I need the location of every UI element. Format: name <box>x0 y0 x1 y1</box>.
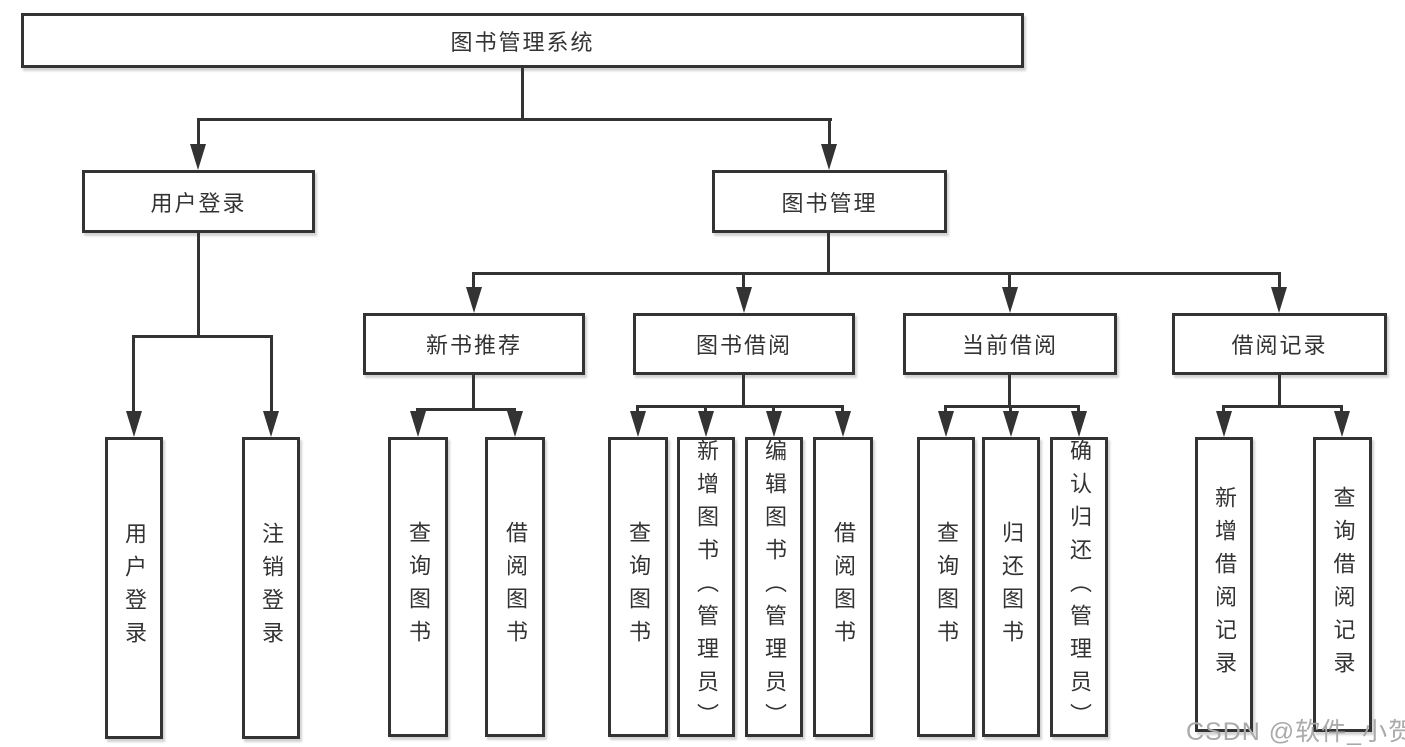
connector-line <box>772 405 775 414</box>
arrowhead-icon <box>1003 411 1019 437</box>
connector-line <box>841 405 844 414</box>
connector-line <box>521 68 524 118</box>
connector-line <box>472 272 475 288</box>
arrowhead-icon <box>507 411 523 437</box>
leaf-borrowing-borrow-books-label: 借阅图书 <box>831 521 856 653</box>
node-borrowing-records: 借阅记录 <box>1172 313 1387 375</box>
connector-line <box>472 375 475 408</box>
arrowhead-icon <box>1216 411 1232 437</box>
arrowhead-icon <box>1002 287 1018 313</box>
node-book-management-label: 图书管理 <box>781 190 878 216</box>
arrowhead-icon <box>126 411 142 437</box>
leaf-records-add-record-label: 新增借阅记录 <box>1212 485 1237 684</box>
leaf-newbook-borrow-books-label: 借阅图书 <box>503 521 528 653</box>
leaf-records-query-record-label: 查询借阅记录 <box>1330 485 1356 684</box>
leaf-records-query-record: 查询借阅记录 <box>1313 437 1372 732</box>
arrowhead-icon <box>1334 411 1350 437</box>
leaf-borrowing-add-books-admin: 新增图书（管理员） <box>677 437 735 737</box>
connector-line <box>1008 272 1011 288</box>
connector-line <box>1222 405 1225 414</box>
connector-line <box>742 375 745 405</box>
node-user-login: 用户登录 <box>82 170 315 233</box>
arrowhead-icon <box>410 411 426 437</box>
connector-line <box>1008 375 1011 405</box>
node-root-label: 图书管理系统 <box>450 29 595 55</box>
connector-line <box>132 335 135 411</box>
leaf-current-confirm-return-admin-label: 确认归还（管理员） <box>1067 438 1092 736</box>
node-root: 图书管理系统 <box>21 13 1024 68</box>
connector-line <box>828 118 831 146</box>
arrowhead-icon <box>630 411 646 437</box>
leaf-newbook-query-books: 查询图书 <box>388 437 448 737</box>
leaf-records-add-record: 新增借阅记录 <box>1195 437 1253 732</box>
leaf-borrowing-add-books-admin-label: 新增图书（管理员） <box>694 438 719 736</box>
leaf-user-login: 用户登录 <box>105 437 163 739</box>
leaf-logout-label: 注销登录 <box>259 522 284 654</box>
arrowhead-icon <box>821 144 837 170</box>
leaf-borrowing-edit-books-admin-label: 编辑图书（管理员） <box>762 438 787 736</box>
connector-line <box>197 233 200 335</box>
node-new-book-recommend-label: 新书推荐 <box>425 333 522 358</box>
arrowhead-icon <box>835 411 851 437</box>
connector-line <box>1340 405 1343 414</box>
leaf-borrowing-query-books-label: 查询图书 <box>626 521 651 653</box>
arrowhead-icon <box>766 411 782 437</box>
node-user-login-label: 用户登录 <box>150 190 247 216</box>
connector-line <box>132 335 273 338</box>
connector-line <box>270 335 273 411</box>
csdn-watermark: CSDN @软件_小贺同学 <box>1186 718 1405 746</box>
arrowhead-icon <box>1071 411 1087 437</box>
connector-line <box>704 405 707 414</box>
connector-line <box>416 408 515 411</box>
arrowhead-icon <box>466 287 482 313</box>
connector-line <box>1278 375 1281 405</box>
connector-line <box>1278 272 1281 288</box>
connector-line <box>944 405 1080 408</box>
connector-line <box>1222 405 1342 408</box>
leaf-newbook-query-books-label: 查询图书 <box>406 521 431 653</box>
connector-line <box>197 118 200 146</box>
arrowhead-icon <box>736 287 752 313</box>
arrowhead-icon <box>263 411 279 437</box>
leaf-current-confirm-return-admin: 确认归还（管理员） <box>1050 437 1108 737</box>
connector-line <box>944 405 947 414</box>
leaf-borrowing-query-books: 查询图书 <box>608 437 668 737</box>
leaf-borrowing-borrow-books: 借阅图书 <box>813 437 873 737</box>
connector-line <box>197 118 832 121</box>
connector-line <box>742 272 745 288</box>
leaf-borrowing-edit-books-admin: 编辑图书（管理员） <box>745 437 803 737</box>
node-current-borrowing-label: 当前借阅 <box>961 333 1058 358</box>
node-current-borrowing: 当前借阅 <box>903 313 1117 375</box>
leaf-current-query-books-label: 查询图书 <box>934 521 959 653</box>
node-new-book-recommend: 新书推荐 <box>363 313 585 375</box>
arrowhead-icon <box>1271 287 1287 313</box>
connector-line <box>472 272 1279 275</box>
node-book-borrowing: 图书借阅 <box>633 313 855 375</box>
leaf-current-return-books: 归还图书 <box>982 437 1040 737</box>
leaf-current-return-books-label: 归还图书 <box>999 521 1024 653</box>
leaf-current-query-books: 查询图书 <box>917 437 975 737</box>
leaf-newbook-borrow-books: 借阅图书 <box>485 437 545 737</box>
arrowhead-icon <box>698 411 714 437</box>
connector-line <box>636 405 843 408</box>
leaf-logout: 注销登录 <box>242 437 300 739</box>
connector-line <box>636 405 639 414</box>
arrowhead-icon <box>190 144 206 170</box>
node-book-management: 图书管理 <box>712 170 947 233</box>
connector-line <box>1077 405 1080 414</box>
connector-line <box>827 233 830 272</box>
connector-line <box>1009 405 1012 414</box>
leaf-user-login-label: 用户登录 <box>122 522 147 654</box>
node-borrowing-records-label: 借阅记录 <box>1231 333 1328 358</box>
node-book-borrowing-label: 图书借阅 <box>695 333 792 358</box>
arrowhead-icon <box>938 411 954 437</box>
